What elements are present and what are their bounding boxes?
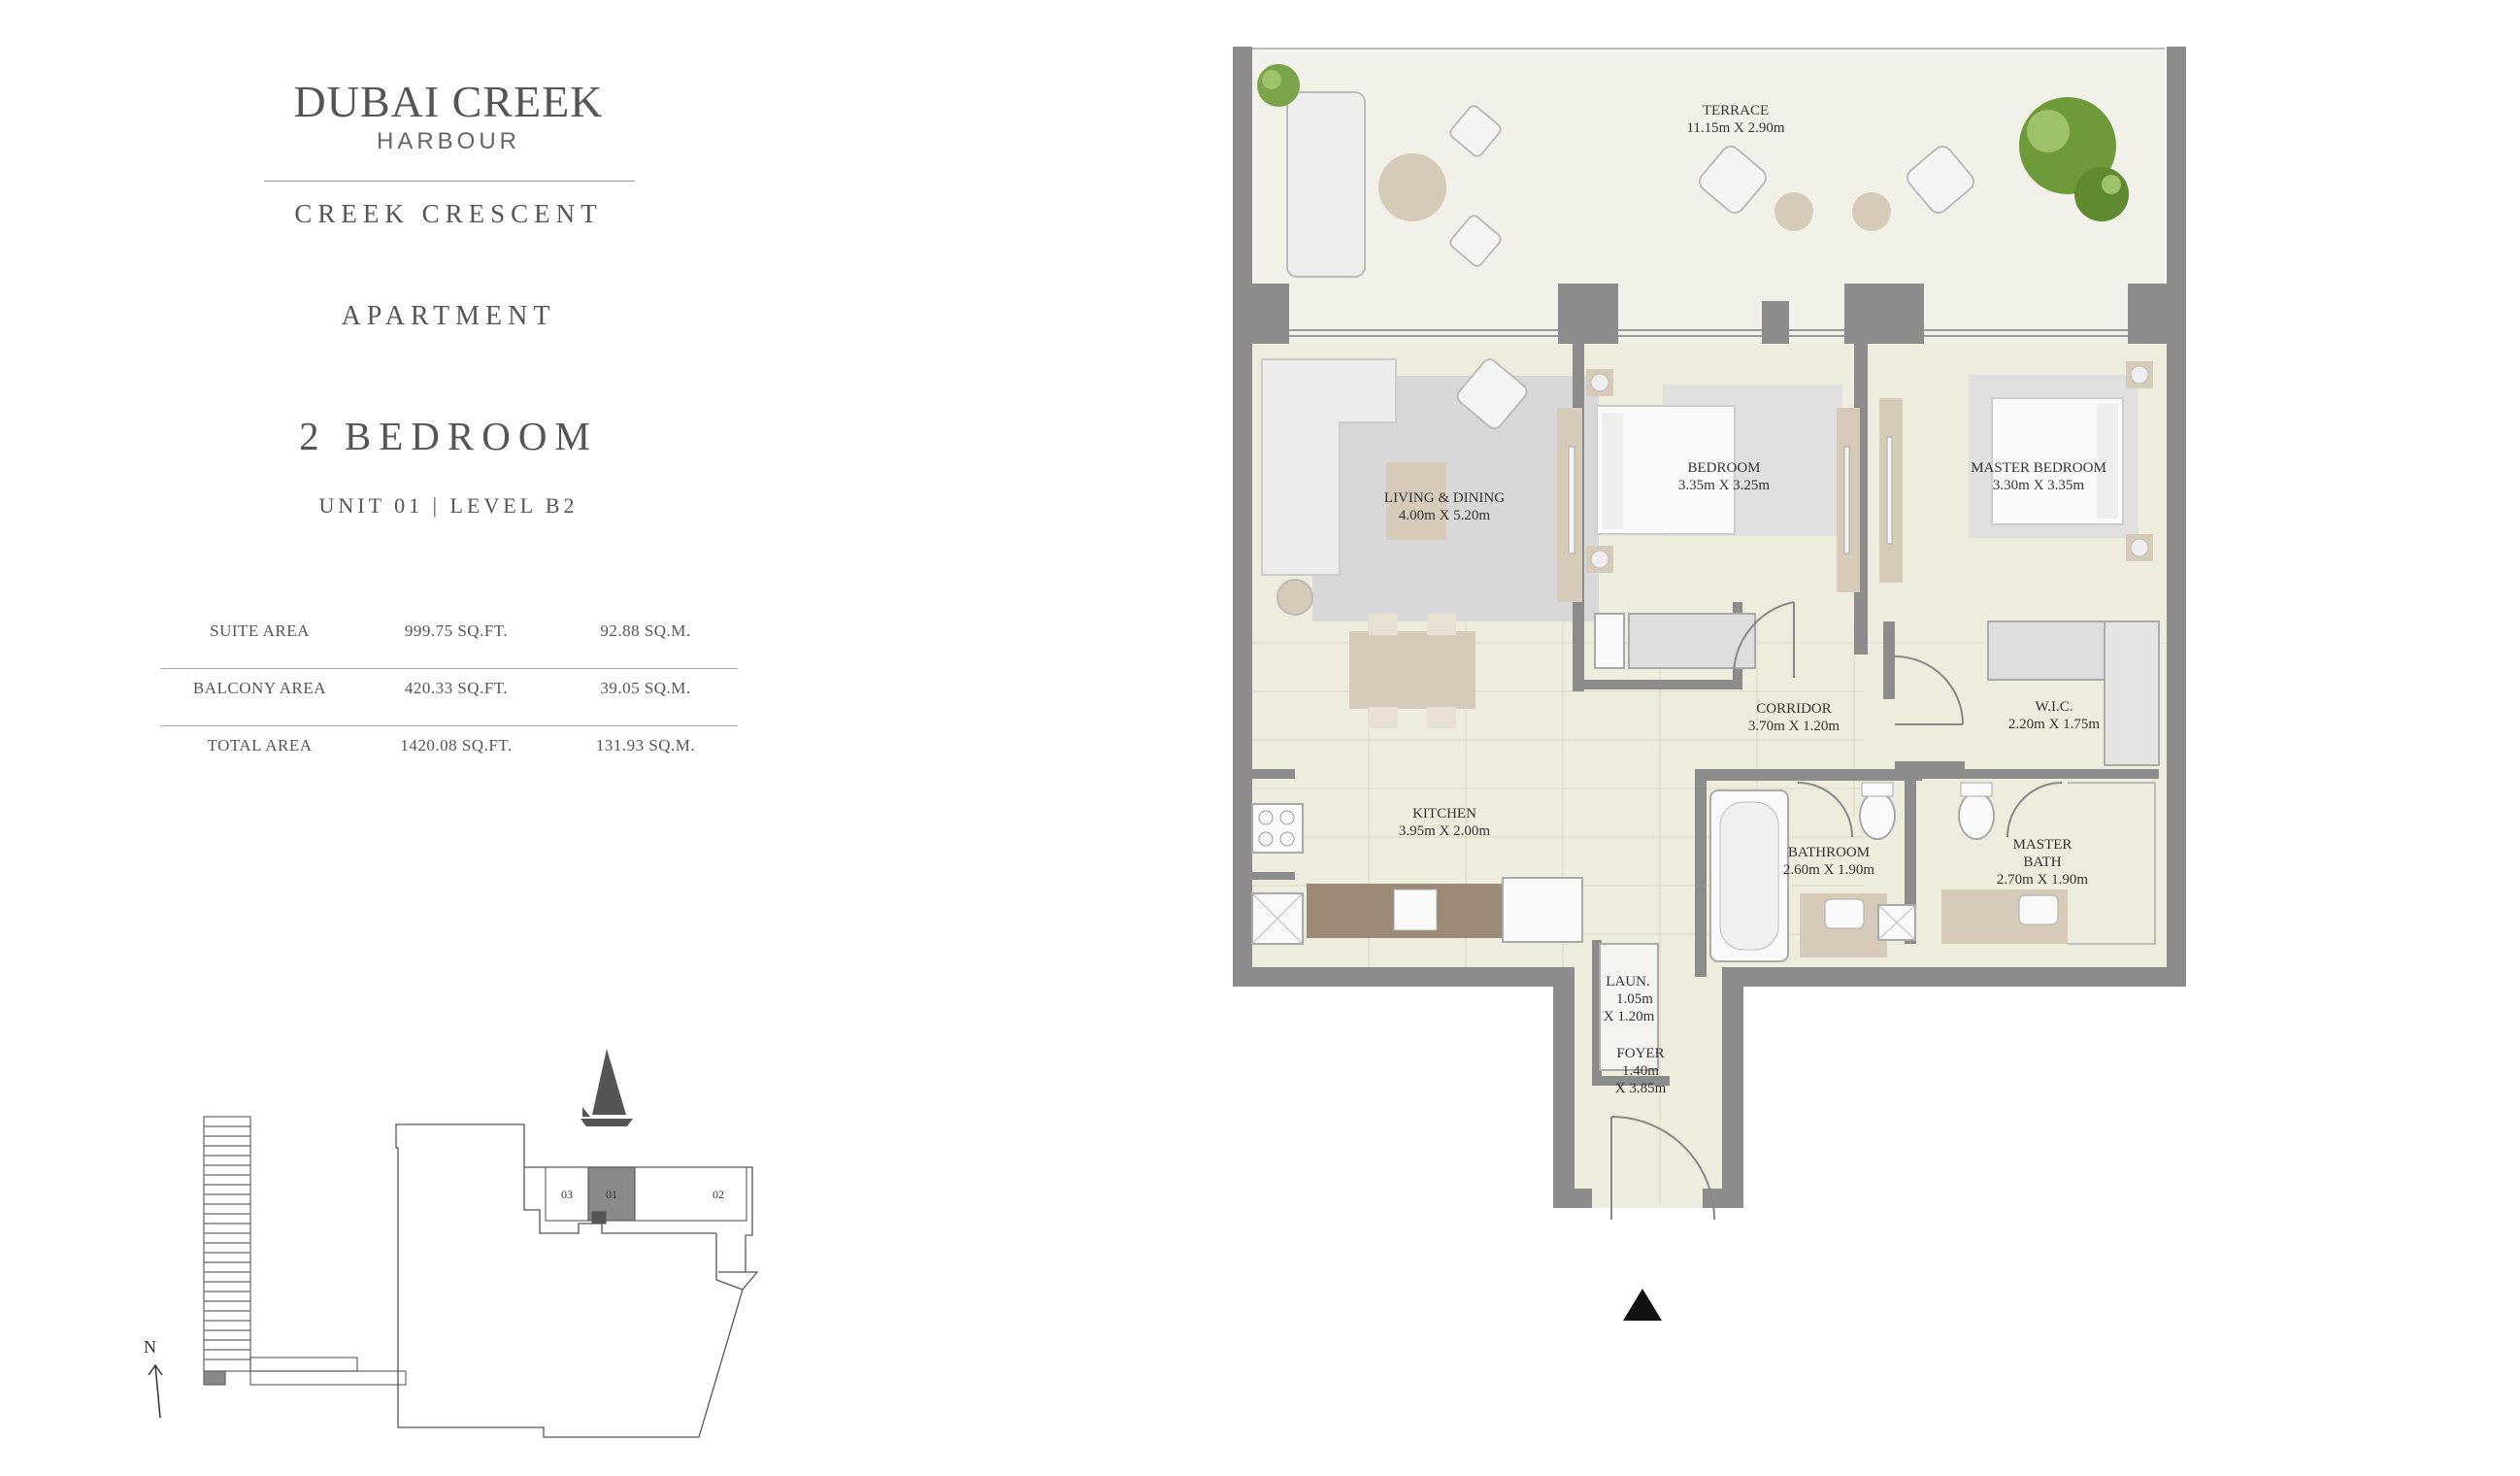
door-swings	[1610, 601, 2063, 1221]
area-sqft: 999.75 SQ.FT.	[404, 621, 509, 640]
cooktop	[1251, 803, 1304, 854]
area-row: TOTAL AREA 1420.08 SQ.FT. 131.93 SQ.M.	[160, 726, 738, 783]
living-furniture	[1261, 358, 1582, 728]
keyplan-unit-label: 03	[561, 1188, 573, 1201]
area-label: TOTAL AREA	[207, 736, 313, 755]
sailboat-icon	[580, 1049, 633, 1126]
keyplan-unit-label: 01	[606, 1188, 617, 1201]
area-row: BALCONY AREA 420.33 SQ.FT. 39.05 SQ.M.	[160, 669, 738, 726]
room-dim: 2.60m X 1.90m	[1783, 862, 1875, 878]
window-line	[1289, 329, 2128, 337]
area-sqm: 92.88 SQ.M.	[600, 621, 691, 640]
room-name: LIVING & DINING	[1384, 490, 1505, 506]
unit-cluster: 03 01 02	[545, 1166, 747, 1224]
bedroom-furniture	[1586, 369, 1860, 669]
master-bath-fixtures	[1941, 782, 2156, 945]
room-dim: 3.30m X 3.35m	[1993, 478, 2085, 493]
project-name: CREEK CRESCENT	[294, 199, 603, 228]
site-outline	[395, 1124, 759, 1438]
kitchen-fixtures	[1251, 803, 1583, 945]
north-label: N	[144, 1337, 156, 1357]
area-row: SUITE AREA 999.75 SQ.FT. 92.88 SQ.M.	[160, 612, 738, 669]
bathroom-fixtures	[1709, 782, 1916, 962]
room-dim: X 3.85m	[1615, 1081, 1667, 1096]
room-name: FOYER	[1616, 1046, 1664, 1061]
area-sqft: 1420.08 SQ.FT.	[400, 736, 513, 755]
floor-plan: TERRACE 11.15m X 2.90m LIVING & DINING 4…	[1233, 47, 2186, 1321]
laundry-fixtures	[1599, 943, 1659, 1071]
armchair	[1456, 358, 1528, 430]
room-dim: 4.00m X 5.20m	[1399, 508, 1491, 523]
divider	[264, 181, 635, 182]
brand-subname: HARBOUR	[376, 128, 520, 154]
room-dim: 1.40m	[1622, 1063, 1659, 1079]
room-dim: 3.35m X 3.25m	[1678, 478, 1771, 493]
room-name: TERRACE	[1703, 103, 1769, 118]
room-name: BATH	[2023, 855, 2061, 870]
room-dim: 2.70m X 1.90m	[1997, 872, 2089, 888]
sofa	[1261, 358, 1397, 576]
terrace-table	[1378, 153, 1446, 221]
room-name: W.I.C.	[2035, 699, 2072, 715]
dining-table	[1349, 631, 1476, 709]
brand-name: DUBAI CREEK	[293, 77, 604, 126]
room-dim: 1.05m	[1616, 991, 1653, 1007]
area-sqm: 39.05 SQ.M.	[600, 679, 691, 697]
room-name: CORRIDOR	[1756, 701, 1832, 717]
room-name: KITCHEN	[1412, 806, 1476, 822]
area-sqm: 131.93 SQ.M.	[595, 736, 696, 755]
info-panel: DUBAI CREEK HARBOUR CREEK CRESCENT APART…	[0, 0, 874, 1476]
room-dim: X 1.20m	[1604, 1009, 1655, 1024]
lounge-sofa	[1286, 91, 1366, 278]
area-sqft: 420.33 SQ.FT.	[404, 679, 509, 697]
room-name: MASTER	[2013, 837, 2072, 853]
wardrobe	[1628, 613, 1756, 669]
room-dim: 2.20m X 1.75m	[2008, 717, 2101, 732]
area-table: SUITE AREA 999.75 SQ.FT. 92.88 SQ.M. BAL…	[160, 612, 738, 783]
coffee-table	[1386, 462, 1446, 540]
entrance-arrow-icon	[1623, 1289, 1662, 1321]
terrace-furniture	[1286, 91, 1974, 278]
toilet	[1859, 791, 1896, 840]
room-dim: 3.70m X 1.20m	[1748, 719, 1840, 734]
room-name: MASTER BEDROOM	[1971, 460, 2106, 476]
fridge	[1502, 877, 1583, 943]
category: APARTMENT	[341, 301, 556, 331]
key-plan: 03 01 02	[203, 1049, 759, 1438]
room-dim: 11.15m X 2.90m	[1686, 120, 1784, 136]
tower-outline	[203, 1116, 407, 1386]
area-label: SUITE AREA	[210, 621, 310, 640]
room-name: LAUN.	[1606, 974, 1649, 990]
unit-info: UNIT 01 | LEVEL B2	[318, 493, 579, 518]
unit-type: 2 BEDROOM	[299, 414, 598, 458]
area-label: BALCONY AREA	[192, 679, 327, 697]
room-name: BEDROOM	[1687, 460, 1760, 476]
room-dim: 3.95m X 2.00m	[1399, 823, 1491, 839]
keyplan-unit-label: 02	[713, 1188, 724, 1201]
room-name: BATHROOM	[1788, 845, 1870, 860]
tree-icon	[1257, 64, 2129, 221]
room-labels: TERRACE 11.15m X 2.90m LIVING & DINING 4…	[1384, 103, 2106, 1096]
north-arrow-icon	[148, 1363, 163, 1419]
master-bedroom-furniture	[1879, 361, 2160, 766]
